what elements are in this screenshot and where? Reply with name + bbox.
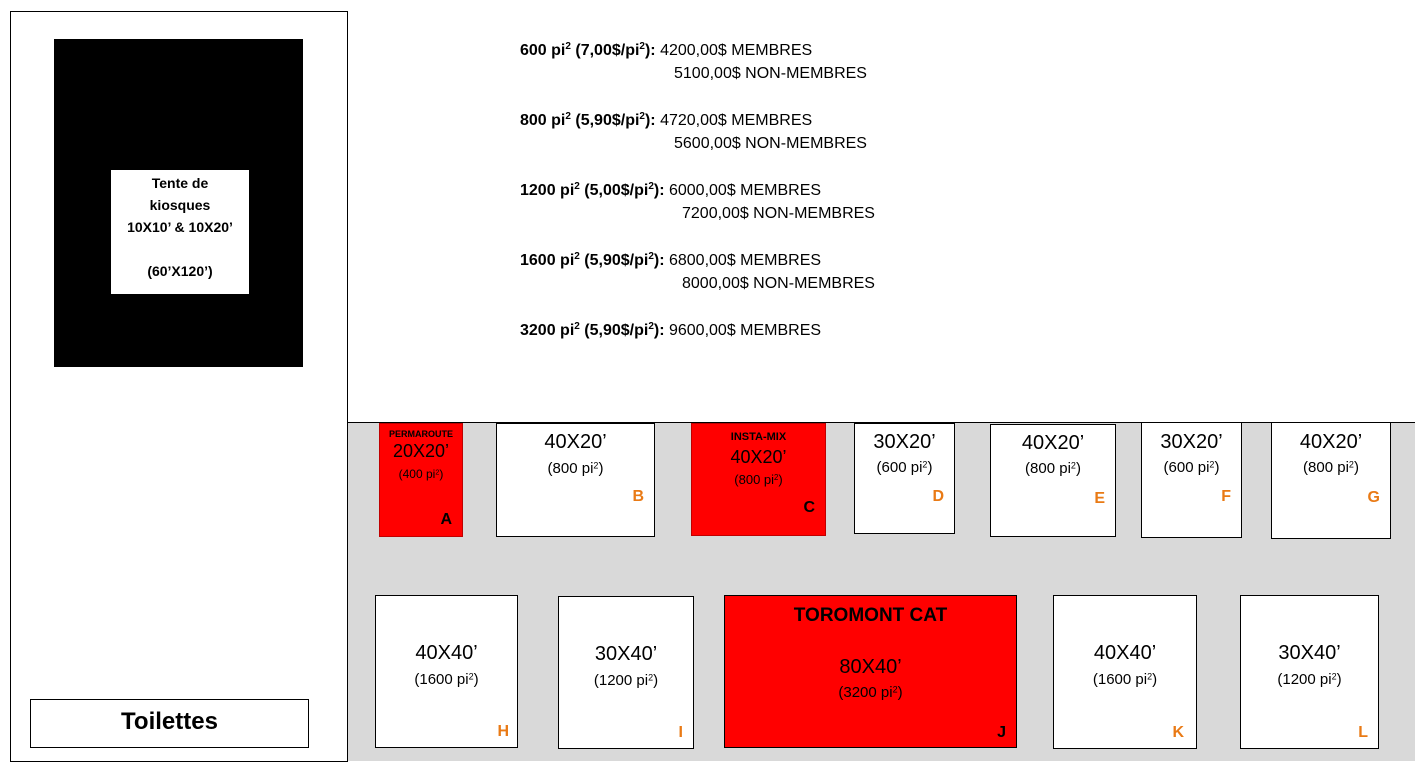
booth-a[interactable]: PERMAROUTE 20X20’ (400 pi2) A	[379, 423, 463, 537]
booth-b[interactable]: 40X20’ (800 pi2) B	[496, 423, 655, 537]
booth-c[interactable]: INSTA-MIX 40X20’ (800 pi2) C	[691, 423, 826, 536]
price-row-1200: 1200 pi2 (5,00$/pi2): 6000,00$ MEMBRES 7…	[520, 181, 875, 223]
booth-d[interactable]: 30X20’ (600 pi2) D	[854, 423, 955, 534]
price-list: 600 pi2 (7,00$/pi2): 4200,00$ MEMBRES 51…	[520, 39, 1040, 342]
booth-g[interactable]: 40X20’ (800 pi2) G	[1271, 422, 1391, 539]
booth-i[interactable]: 30X40’ (1200 pi2) I	[558, 596, 694, 749]
price-row-1600: 1600 pi2 (5,90$/pi2): 6800,00$ MEMBRES 8…	[520, 251, 875, 293]
kiosk-tent-label: Tente de kiosques 10X10’ & 10X20’ (60’X1…	[111, 170, 249, 294]
booth-l[interactable]: 30X40’ (1200 pi2) L	[1240, 595, 1379, 749]
top-panel	[347, 11, 1415, 423]
booth-e[interactable]: 40X20’ (800 pi2) E	[990, 424, 1116, 537]
ground-area-bottom	[386, 748, 1415, 760]
toilets-box: Toilettes	[30, 699, 309, 748]
top-panel-left-border	[347, 11, 348, 423]
booth-f[interactable]: 30X20’ (600 pi2) F	[1141, 422, 1242, 538]
price-row-600: 600 pi2 (7,00$/pi2): 4200,00$ MEMBRES 51…	[520, 41, 867, 83]
price-row-800: 800 pi2 (5,90$/pi2): 4720,00$ MEMBRES 56…	[520, 111, 867, 153]
booth-j[interactable]: TOROMONT CAT 80X40’ (3200 pi2) J	[724, 595, 1017, 748]
booth-h[interactable]: 40X40’ (1600 pi2) H	[375, 595, 518, 748]
price-row-3200: 3200 pi2 (5,90$/pi2): 9600,00$ MEMBRES	[520, 321, 822, 340]
booth-k[interactable]: 40X40’ (1600 pi2) K	[1053, 595, 1197, 749]
